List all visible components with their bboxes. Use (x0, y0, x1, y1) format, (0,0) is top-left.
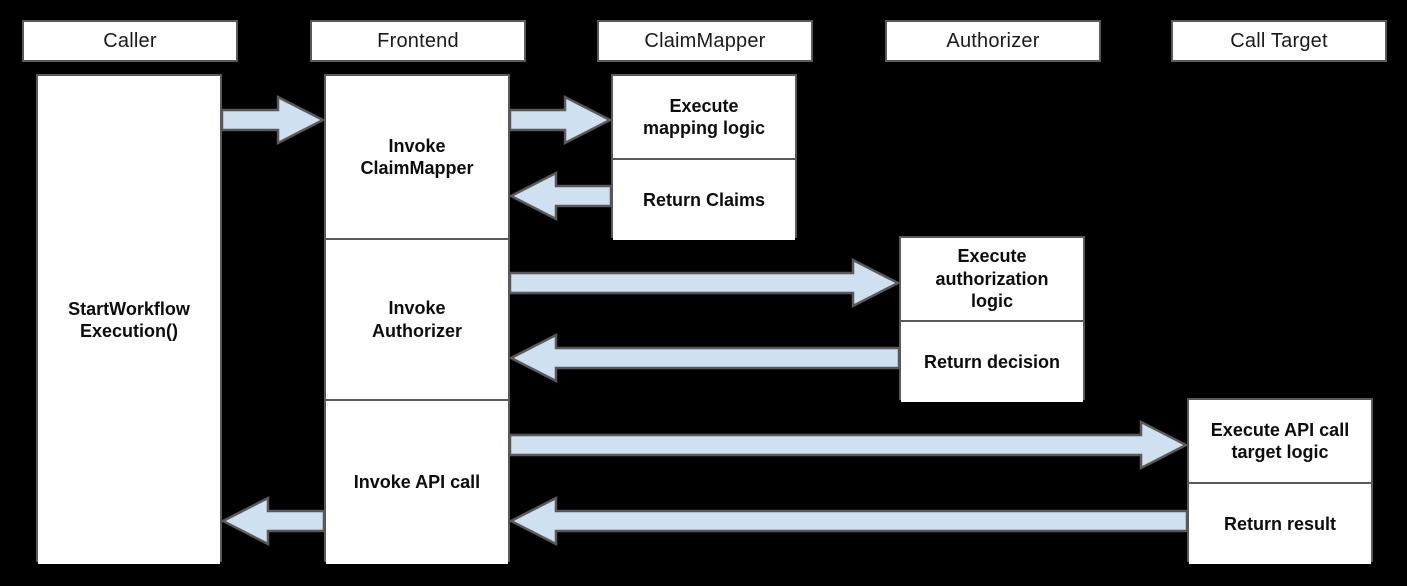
arrow-shape (220, 495, 326, 547)
activation-claimmapper-1: Return Claims (613, 158, 795, 240)
column-header-frontend: Frontend (310, 20, 526, 62)
activation-frontend-0: Invoke ClaimMapper (326, 76, 508, 238)
activation-calltarget-0: Execute API call target logic (1189, 400, 1371, 482)
arrow-shape (508, 332, 901, 384)
activation-label: Execute API call target logic (1210, 419, 1350, 463)
activation-label: Invoke API call (353, 472, 481, 493)
activation-authorizer-0: Execute authorization logic (901, 238, 1083, 320)
activation-calltarget-1: Return result (1189, 482, 1371, 564)
activation-caller-0: StartWorkflow Execution() (38, 76, 220, 564)
arrow-shape (508, 170, 613, 222)
message-arrow-claimmapper-to-frontend (508, 170, 613, 222)
activation-label: Return result (1223, 513, 1337, 534)
activation-label: Invoke ClaimMapper (360, 135, 474, 179)
message-arrow-frontend-to-calltarget (508, 419, 1189, 471)
column-header-authorizer: Authorizer (885, 20, 1101, 62)
arrow-shape (220, 94, 326, 146)
arrow-shape (508, 419, 1189, 471)
activation-label: Return Claims (642, 189, 766, 210)
message-arrow-frontend-to-claimmapper (508, 94, 613, 146)
message-arrow-frontend-to-caller (220, 495, 326, 547)
column-header-claimmapper: ClaimMapper (597, 20, 813, 62)
activation-frontend-2: Invoke API call (326, 399, 508, 564)
message-arrow-authorizer-to-frontend (508, 332, 901, 384)
activation-label: Execute mapping logic (642, 95, 765, 139)
column-header-caller: Caller (22, 20, 238, 62)
activation-label: StartWorkflow Execution() (68, 298, 190, 342)
message-arrow-frontend-to-authorizer (508, 257, 901, 309)
activation-label: Execute authorization logic (935, 246, 1049, 312)
message-arrow-calltarget-to-frontend (508, 495, 1189, 547)
arrow-shape (508, 495, 1189, 547)
lifeline-caller: StartWorkflow Execution() (36, 74, 222, 564)
activation-label: Invoke Authorizer (372, 298, 462, 341)
activation-frontend-1: Invoke Authorizer (326, 238, 508, 399)
activation-label: Return decision (923, 351, 1061, 372)
column-header-calltarget: Call Target (1171, 20, 1387, 62)
arrow-shape (508, 94, 613, 146)
arrow-shape (508, 257, 901, 309)
message-arrow-caller-to-frontend (220, 94, 326, 146)
activation-authorizer-1: Return decision (901, 320, 1083, 402)
activation-claimmapper-0: Execute mapping logic (613, 76, 795, 158)
